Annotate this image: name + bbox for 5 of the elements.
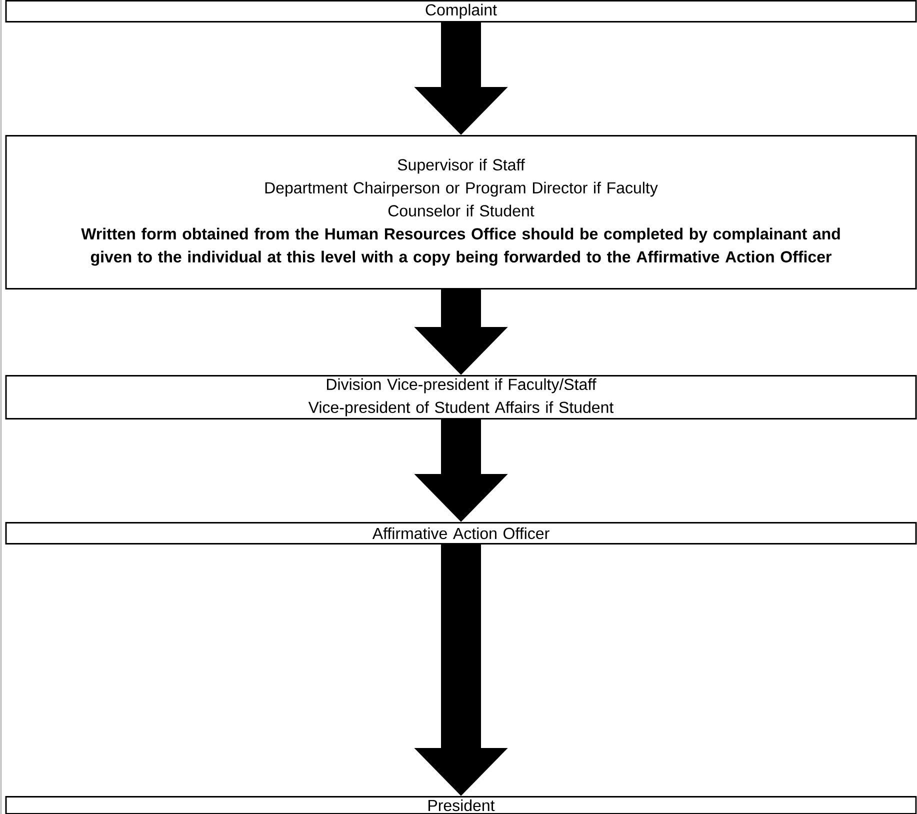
process-box: Affirmative Action Officer [5, 522, 917, 544]
process-box: Complaint [5, 0, 917, 22]
process-box: Division Vice-president if Faculty/Staff Vice-president of Student Affairs if Student [5, 375, 917, 420]
process-box: Supervisor if Staff Department Chairperson or Program Director if Faculty Counselor if Student Written form obtained from the Human Resources Office should be completed by complainant and given to the individual at this level with a copy being forwarded to the Affirmative Action Officer [5, 135, 917, 290]
process-box: President [5, 796, 917, 814]
